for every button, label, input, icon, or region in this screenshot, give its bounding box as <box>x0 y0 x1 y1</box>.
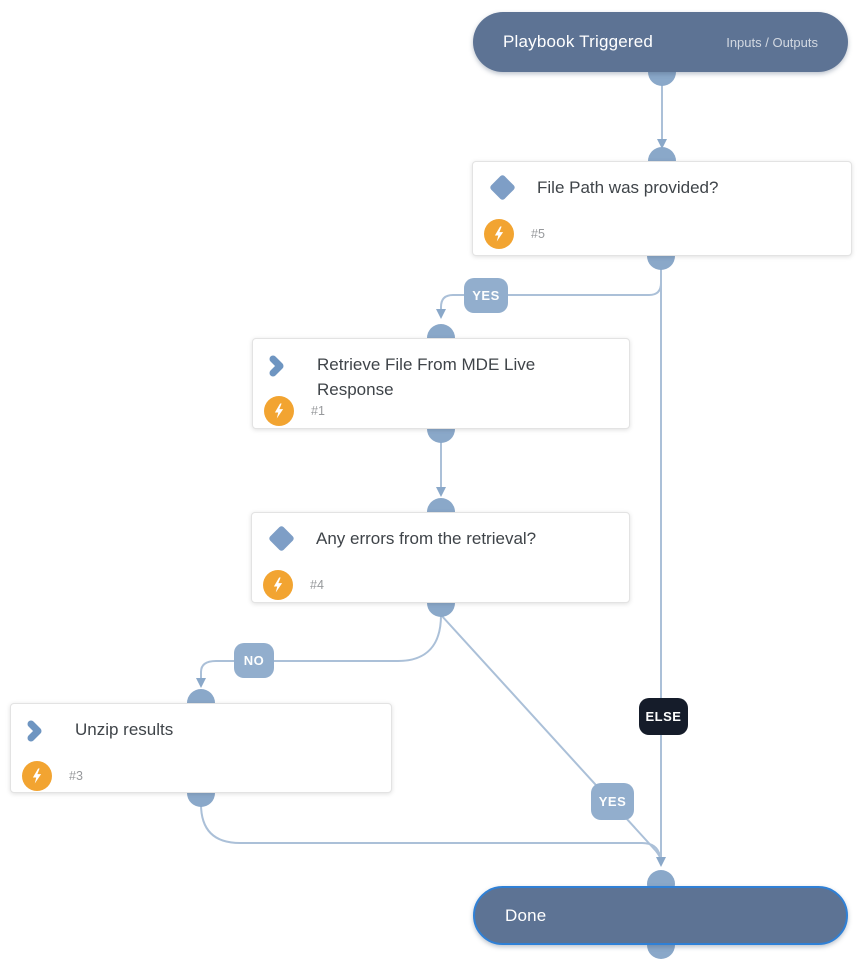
node-id-label: #1 <box>311 404 325 418</box>
action-chevron-right-icon <box>265 354 289 378</box>
node-unzip-results[interactable]: Unzip results #3 <box>10 703 392 793</box>
arrowhead <box>196 678 206 688</box>
arrowhead <box>656 857 666 867</box>
lightning-bolt-icon <box>22 761 52 791</box>
node-title: File Path was provided? <box>537 178 719 197</box>
lightning-bolt-icon <box>264 396 294 426</box>
inputs-outputs-link[interactable]: Inputs / Outputs <box>726 34 818 50</box>
edge-label-no[interactable]: NO <box>234 643 274 678</box>
node-id-label: #5 <box>531 227 545 241</box>
edge-label-yes[interactable]: YES <box>464 278 508 313</box>
node-done[interactable]: Done <box>473 886 848 945</box>
node-title: Playbook Triggered <box>503 32 654 51</box>
edge-decision2-yes-to-done <box>440 614 662 861</box>
decision-diamond-icon <box>268 525 295 552</box>
lightning-bolt-icon <box>263 570 293 600</box>
lightning-bolt-icon <box>484 219 514 249</box>
node-retrieve-file-from-mde[interactable]: Retrieve File From MDE Live Response #1 <box>252 338 630 429</box>
node-title: Retrieve File From MDE Live Response <box>317 355 536 399</box>
node-id-label: #4 <box>310 578 324 592</box>
action-chevron-right-icon <box>23 719 47 743</box>
node-id-label: #3 <box>69 769 83 783</box>
node-file-path-was-provided[interactable]: File Path was provided? #5 <box>472 161 852 256</box>
node-title: Any errors from the retrieval? <box>316 529 537 548</box>
edge-label-yes[interactable]: YES <box>591 783 634 820</box>
node-title: Done <box>505 905 547 925</box>
arrowhead <box>436 487 446 497</box>
arrowhead <box>436 309 446 319</box>
edge-decision2-no-to-action2 <box>200 614 442 680</box>
node-playbook-triggered[interactable]: Playbook Triggered Inputs / Outputs <box>473 12 848 72</box>
edge-action2-to-done <box>200 803 661 857</box>
node-any-errors-from-retrieval[interactable]: Any errors from the retrieval? #4 <box>251 512 630 603</box>
edge-label-else[interactable]: ELSE <box>639 698 688 735</box>
decision-diamond-icon <box>489 174 516 201</box>
node-title: Unzip results <box>75 720 174 739</box>
arrowhead <box>657 139 667 149</box>
edge-decision1-yes-to-action1 <box>440 262 662 312</box>
